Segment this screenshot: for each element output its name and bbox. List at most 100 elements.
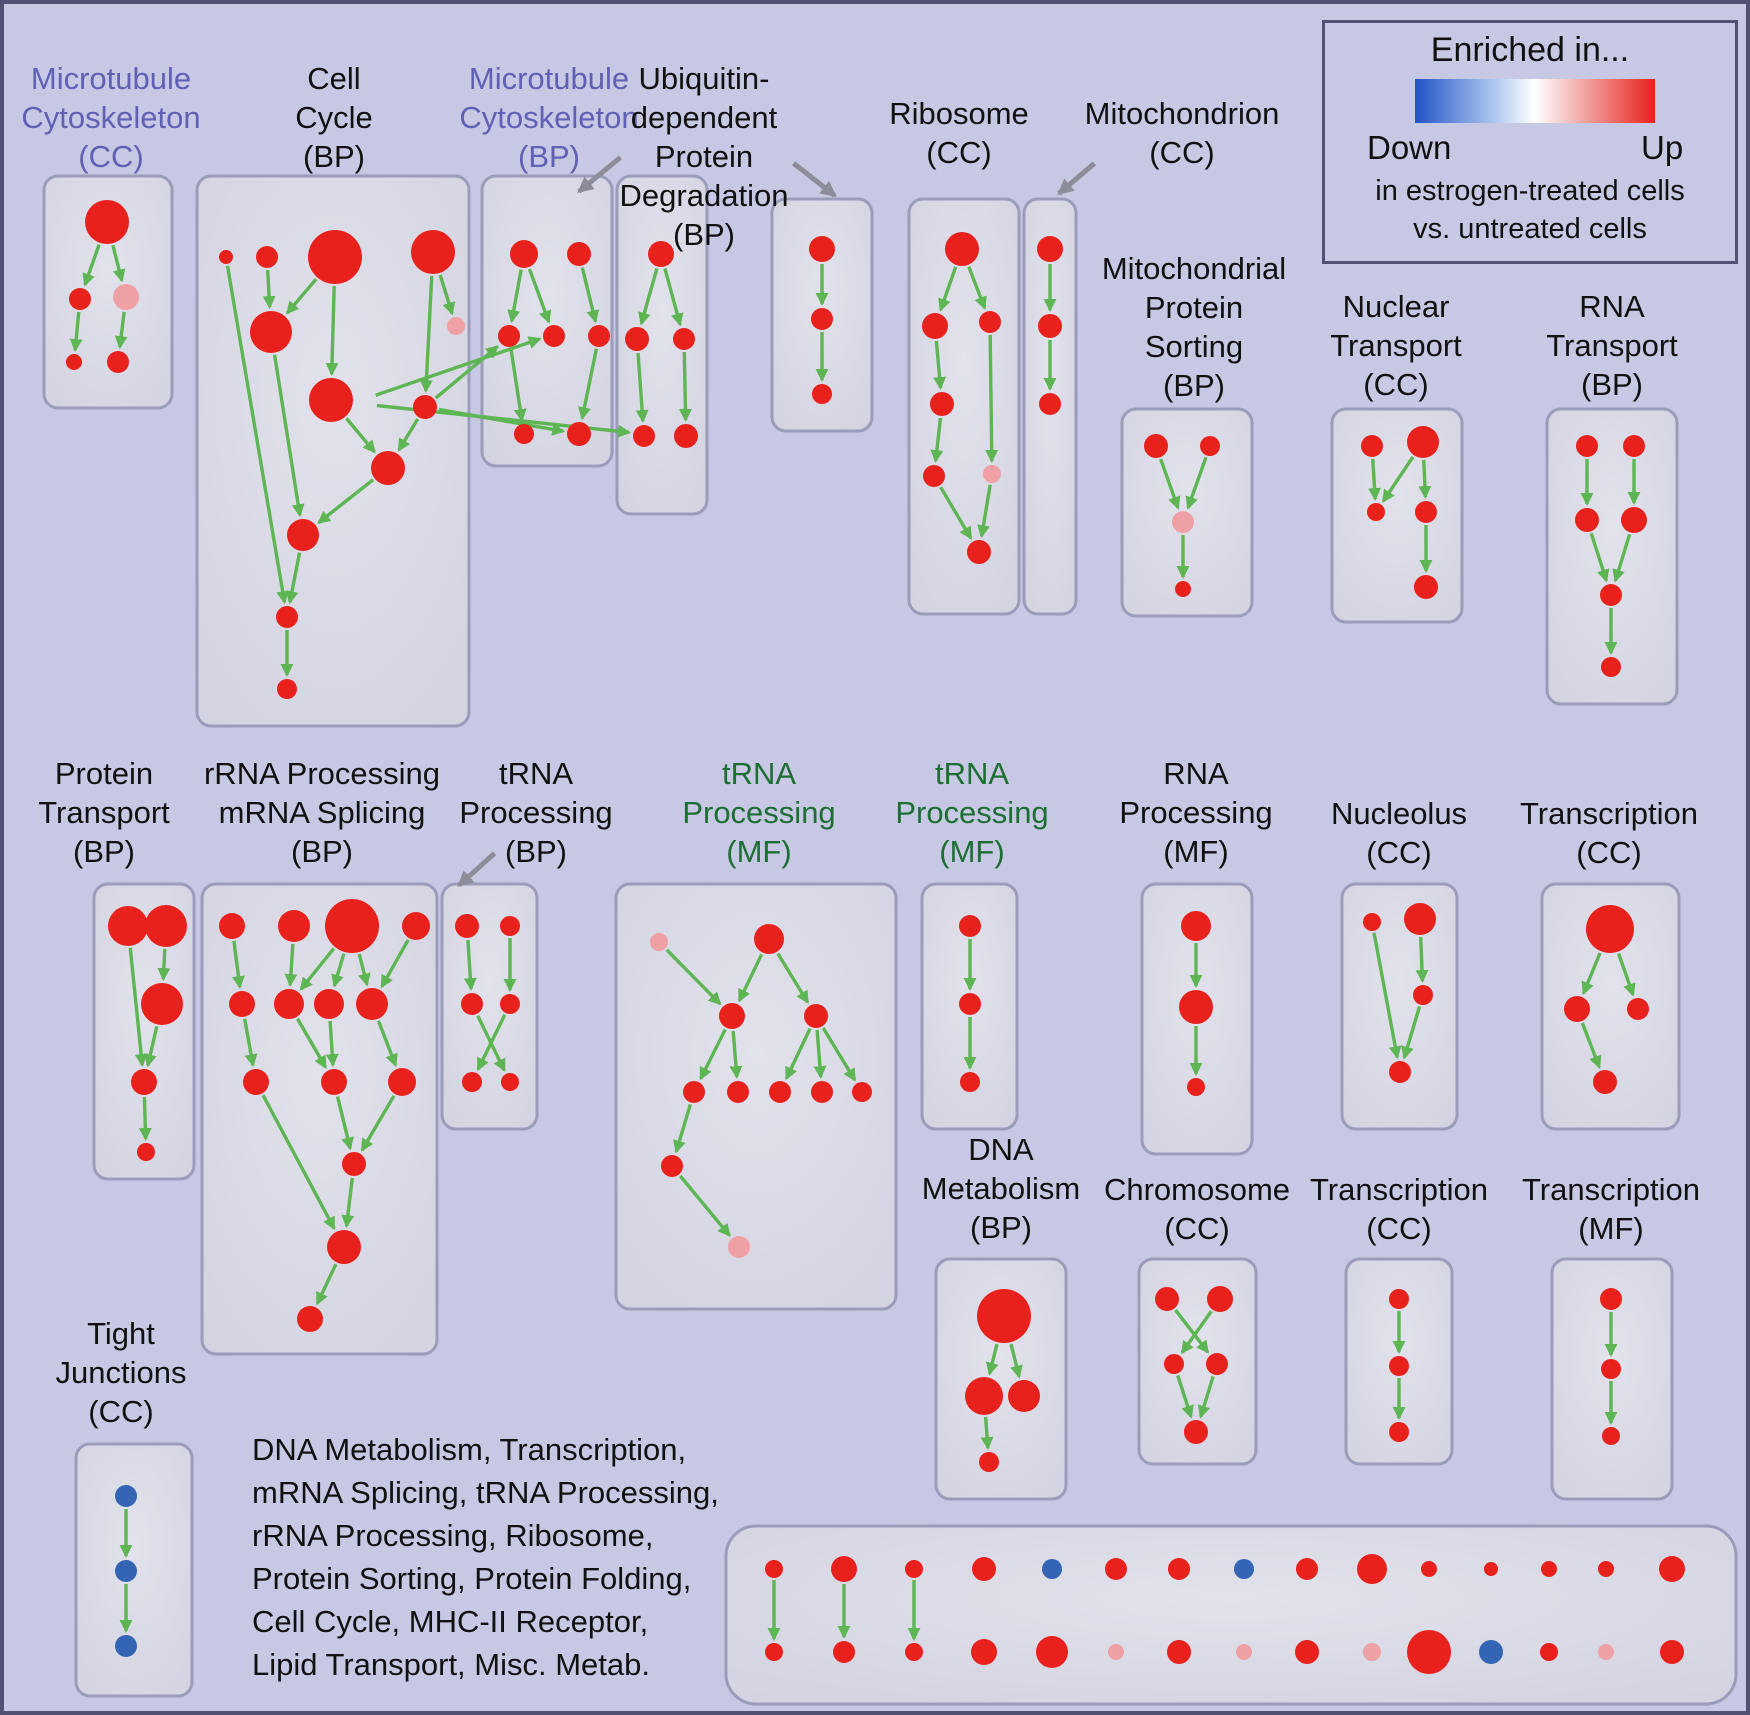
node — [1179, 990, 1213, 1024]
node — [1623, 435, 1645, 457]
node — [500, 994, 520, 1014]
legend-subtitle-line2: vs. untreated cells — [1413, 213, 1647, 245]
edge — [1612, 533, 1632, 583]
edge — [261, 1094, 336, 1231]
node — [650, 933, 668, 951]
node — [1413, 985, 1433, 1005]
node — [1200, 436, 1220, 456]
edge — [1372, 932, 1402, 1060]
edge — [678, 1174, 731, 1237]
edge — [784, 1027, 812, 1081]
legend-subtitle-line1: in estrogen-treated cells — [1375, 175, 1685, 207]
node — [388, 1068, 416, 1096]
node — [1206, 1353, 1228, 1375]
cluster-box-ribosome-cc — [907, 197, 1021, 616]
misc-text-line: Protein Sorting, Protein Folding, — [252, 1561, 692, 1596]
node — [674, 424, 698, 448]
node — [648, 241, 674, 267]
node — [1421, 1561, 1437, 1577]
edge — [397, 418, 420, 452]
edge — [463, 939, 477, 991]
node — [500, 916, 520, 936]
node — [1601, 657, 1621, 677]
edge — [663, 268, 684, 327]
edge — [1401, 1006, 1422, 1060]
node — [314, 989, 344, 1019]
node — [543, 325, 565, 347]
node — [567, 242, 591, 266]
legend-gradient-bar — [1415, 79, 1655, 123]
edge — [635, 352, 649, 423]
node — [276, 606, 298, 628]
node — [115, 1635, 137, 1657]
edge — [638, 267, 659, 326]
edge — [419, 275, 434, 393]
edge — [1616, 952, 1636, 997]
node — [804, 1004, 828, 1028]
edge — [438, 274, 456, 316]
edge — [82, 244, 101, 287]
node — [514, 424, 534, 444]
edge — [285, 552, 302, 605]
edge — [1368, 458, 1381, 501]
node — [971, 1639, 997, 1665]
node — [1037, 236, 1063, 262]
node — [447, 317, 465, 335]
edge — [985, 334, 999, 463]
node — [905, 1643, 923, 1661]
node — [1167, 1640, 1191, 1664]
node — [728, 1236, 750, 1258]
node — [1593, 1070, 1617, 1094]
edge — [341, 1177, 355, 1229]
edge — [285, 277, 318, 315]
node — [1575, 508, 1599, 532]
label-pointer-arrow — [1057, 161, 1097, 196]
node — [945, 232, 979, 266]
node — [278, 910, 310, 942]
cross-cluster-edge — [438, 407, 566, 436]
node — [1181, 911, 1211, 941]
misc-text-line: rRNA Processing, Ribosome, — [252, 1518, 654, 1553]
edge — [813, 1029, 827, 1079]
cluster-box-transcription-mf — [1550, 1257, 1674, 1501]
legend-title: Enriched in... — [1430, 31, 1630, 69]
node — [567, 422, 591, 446]
cross-cluster-edge — [434, 345, 499, 400]
misc-text-line: Lipid Transport, Misc. Metab. — [252, 1647, 650, 1682]
edge — [111, 244, 126, 283]
node — [960, 1072, 980, 1092]
cluster-box-rna-transport-bp — [1545, 407, 1679, 706]
node — [765, 1643, 783, 1661]
legend: Enriched in... Down Up in estrogen-treat… — [1322, 20, 1738, 264]
node — [229, 991, 255, 1017]
edge — [1174, 1309, 1210, 1354]
node — [1357, 1554, 1387, 1584]
node — [1404, 903, 1436, 935]
node — [1601, 1359, 1621, 1379]
node — [1602, 1427, 1620, 1445]
node — [1414, 575, 1438, 599]
node — [250, 311, 292, 353]
node — [115, 1485, 137, 1507]
node — [923, 465, 945, 487]
node — [1600, 584, 1622, 606]
edge — [331, 953, 346, 988]
edge — [476, 1014, 507, 1072]
node — [1576, 435, 1598, 457]
edge — [325, 285, 339, 376]
node — [727, 1081, 749, 1103]
node — [115, 1560, 137, 1582]
node — [1660, 1640, 1684, 1664]
cluster-box-nuclear-transport-cc — [1330, 407, 1464, 624]
node — [1105, 1558, 1127, 1580]
node — [107, 351, 129, 373]
cross-cluster-edge — [375, 336, 542, 397]
node — [1234, 1559, 1254, 1579]
edge — [376, 1020, 398, 1068]
node — [1296, 1558, 1318, 1580]
edge — [128, 947, 148, 1068]
node — [1187, 1078, 1205, 1096]
node — [85, 200, 129, 244]
edge — [699, 1028, 727, 1081]
node — [809, 236, 835, 262]
